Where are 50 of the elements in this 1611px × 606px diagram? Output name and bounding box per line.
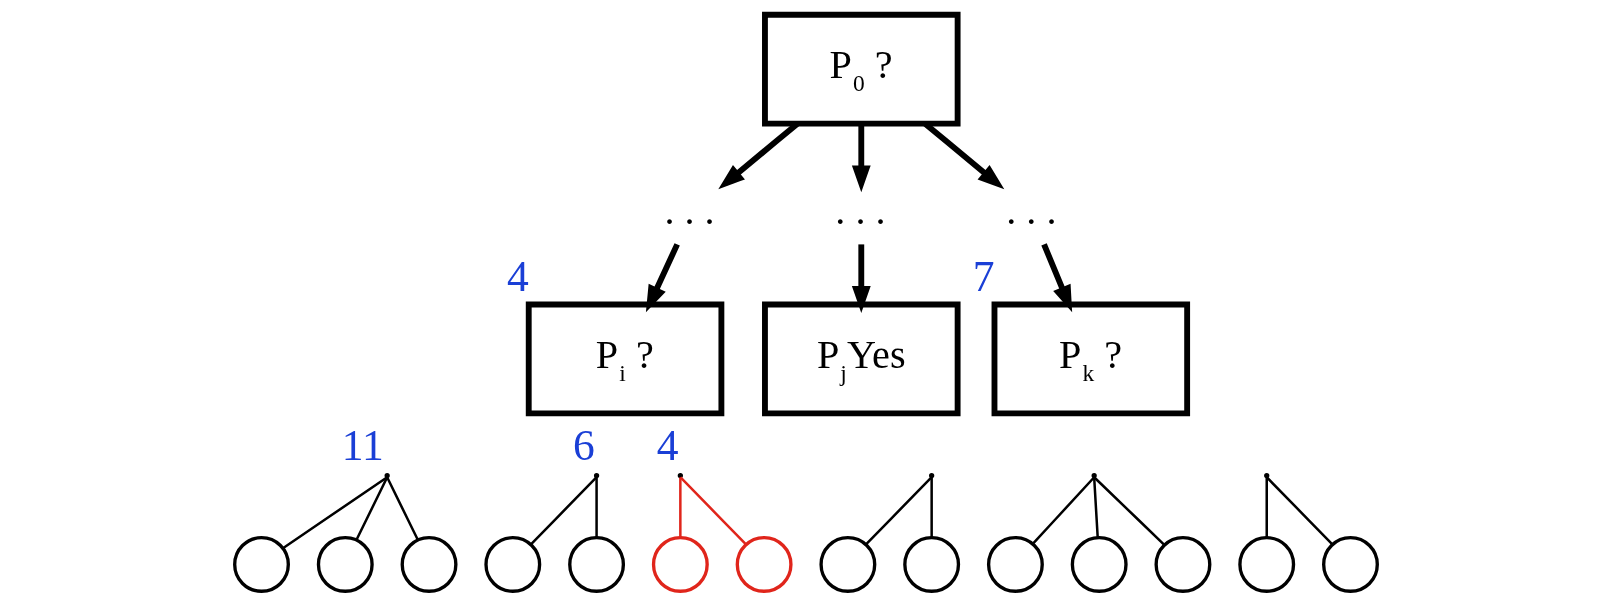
connector	[864, 476, 932, 545]
node-point	[928, 472, 934, 479]
node-circle	[735, 536, 793, 593]
connector	[1265, 476, 1333, 545]
node-circle	[902, 536, 960, 593]
connector	[679, 476, 747, 545]
connector	[1093, 476, 1165, 546]
connector	[594, 477, 598, 538]
node-circle	[1321, 536, 1379, 593]
node-circle	[818, 536, 876, 593]
node-circle	[1153, 536, 1211, 593]
connector	[1032, 476, 1095, 545]
connector	[1092, 477, 1099, 538]
node-box: P$_{k}$ ?	[991, 301, 1190, 417]
arrow	[851, 124, 871, 193]
connector	[678, 477, 682, 538]
connector	[385, 476, 419, 541]
connector	[354, 476, 388, 541]
connector	[929, 477, 933, 538]
node-point	[593, 472, 599, 479]
arrow	[1040, 243, 1072, 313]
node-point	[384, 472, 390, 479]
node-circle	[400, 536, 458, 593]
node-circle	[567, 536, 625, 593]
connector	[1264, 477, 1268, 538]
node-point	[1263, 472, 1269, 479]
node-circle	[232, 536, 290, 593]
node-label: 7	[972, 251, 994, 300]
connector	[529, 476, 597, 545]
node-box: P$_{i}$ ?	[525, 301, 724, 417]
node-label: 4	[656, 421, 679, 470]
arrow	[645, 243, 680, 313]
node-circle	[986, 536, 1044, 593]
node-circle	[1237, 536, 1295, 593]
node-box: P$_{j}$Yes	[761, 301, 961, 417]
node-label: 6	[572, 421, 595, 470]
arrow	[851, 244, 871, 313]
node-label: 11	[341, 421, 384, 470]
node-point	[1091, 472, 1097, 479]
node-text: . . .	[1005, 188, 1056, 234]
node-point	[677, 472, 683, 479]
node-circle	[1070, 536, 1128, 593]
node-circle	[651, 536, 709, 593]
node-circle	[483, 536, 541, 593]
node-text: . . .	[834, 188, 886, 234]
node-text: . . .	[663, 188, 715, 234]
node-label: 4	[506, 251, 529, 300]
node-circle	[316, 536, 374, 593]
connector	[282, 476, 387, 550]
node-box: P$_{0}$ ?	[761, 11, 961, 127]
